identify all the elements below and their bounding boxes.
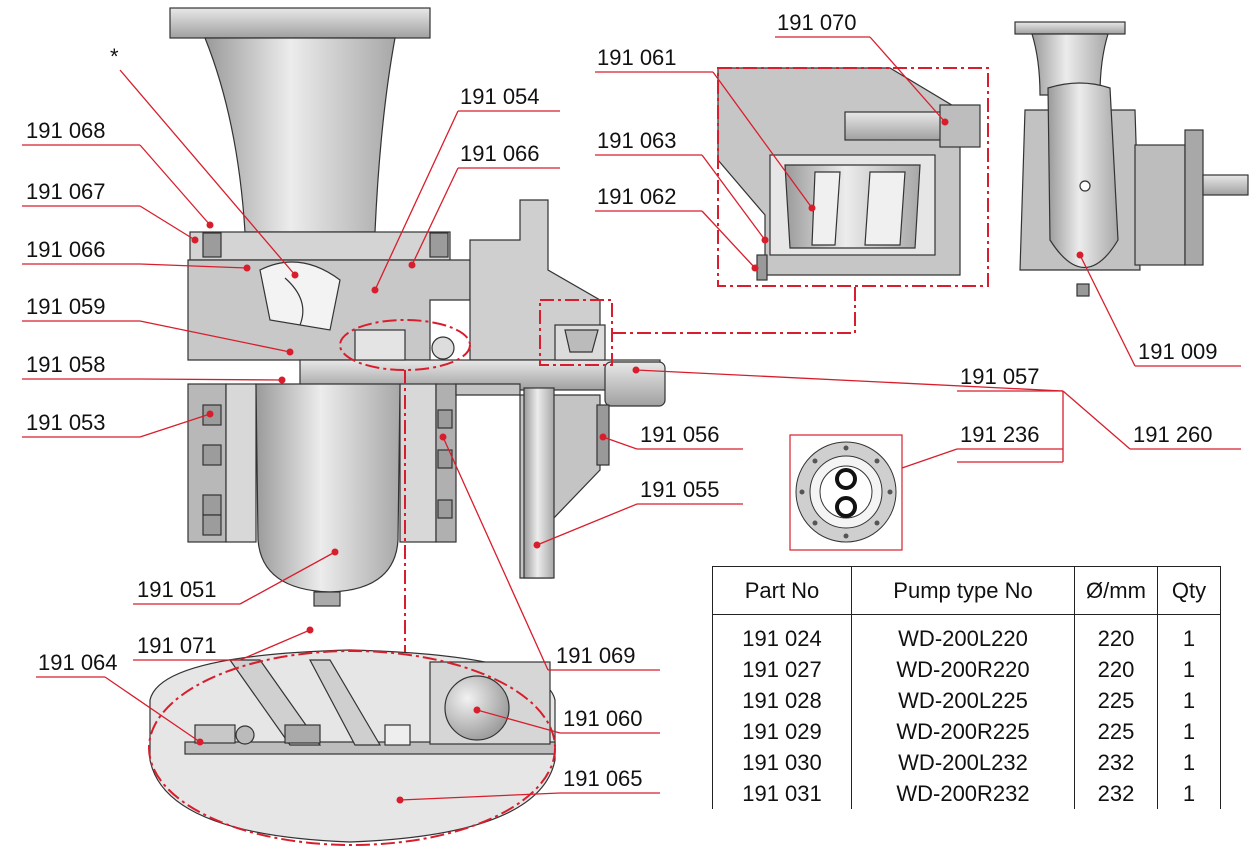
label-191-056: 191 056: [640, 422, 720, 447]
label-191-009: 191 009: [1138, 339, 1218, 364]
cell-qty: 1: [1157, 685, 1221, 716]
cell-diameter: 225: [1074, 685, 1158, 716]
label-191-053: 191 053: [26, 410, 106, 435]
label-191-057: 191 057: [960, 364, 1040, 389]
cell-diameter: 232: [1074, 747, 1158, 778]
label-191-051: 191 051: [137, 577, 217, 602]
label-191-236: 191 236: [960, 422, 1040, 447]
cell-diameter: 225: [1074, 716, 1158, 747]
label-191-070: 191 070: [777, 10, 857, 35]
label-191-058: 191 058: [26, 352, 106, 377]
header-pump-type: Pump type No: [851, 566, 1075, 615]
highlight-outlines: [148, 286, 856, 846]
cell-part-no: 191 030: [712, 747, 852, 778]
pump-side-view: [1014, 21, 1249, 297]
label-191-260: 191 260: [1133, 422, 1213, 447]
header-part-no: Part No: [712, 566, 852, 615]
label-191-064: 191 064: [38, 650, 118, 675]
cell-diameter: 220: [1074, 614, 1158, 654]
table-header-row: Part No Pump type No Ø/mm Qty: [712, 566, 1221, 615]
table-row: 191 024 WD-200L220 220 1: [712, 614, 1221, 654]
cell-pump-type: WD-200R225: [851, 716, 1075, 747]
cell-qty: 1: [1157, 778, 1221, 809]
label-191-062: 191 062: [597, 184, 677, 209]
cell-part-no: 191 024: [712, 614, 852, 654]
label-191-065: 191 065: [563, 766, 643, 791]
cell-diameter: 220: [1074, 654, 1158, 685]
cell-pump-type: WD-200L232: [851, 747, 1075, 778]
cell-pump-type: WD-200R220: [851, 654, 1075, 685]
label-191-069: 191 069: [556, 643, 636, 668]
cell-part-no: 191 029: [712, 716, 852, 747]
cell-pump-type: WD-200L225: [851, 685, 1075, 716]
table-row: 191 027 WD-200R220 220 1: [712, 654, 1221, 685]
flange-face-detail: [789, 434, 903, 551]
label-191-067: 191 067: [26, 179, 106, 204]
table-row: 191 031 WD-200R232 232 1: [712, 778, 1221, 809]
bearing-detail: [717, 67, 981, 281]
table-row: 191 028 WD-200L225 225 1: [712, 685, 1221, 716]
cell-part-no: 191 028: [712, 685, 852, 716]
label-191-068: 191 068: [26, 118, 106, 143]
cell-pump-type: WD-200R232: [851, 778, 1075, 809]
label-191-060: 191 060: [563, 706, 643, 731]
label-191-061: 191 061: [597, 45, 677, 70]
asterisk-marker: *: [110, 44, 119, 69]
cell-qty: 1: [1157, 716, 1221, 747]
header-diameter: Ø/mm: [1074, 566, 1158, 615]
label-191-066-right: 191 066: [460, 141, 540, 166]
cell-qty: 1: [1157, 614, 1221, 654]
cell-qty: 1: [1157, 654, 1221, 685]
label-191-054: 191 054: [460, 84, 540, 109]
label-191-063: 191 063: [597, 128, 677, 153]
table-row: 191 029 WD-200R225 225 1: [712, 716, 1221, 747]
pump-body: [169, 7, 666, 607]
leader-dots: [191, 118, 1084, 804]
cell-qty: 1: [1157, 747, 1221, 778]
table-row: 191 030 WD-200L232 232 1: [712, 747, 1221, 778]
cell-pump-type: WD-200L220: [851, 614, 1075, 654]
leader-lines: [22, 36, 1241, 801]
cell-part-no: 191 031: [712, 778, 852, 809]
label-191-066-left: 191 066: [26, 237, 106, 262]
cell-diameter: 232: [1074, 778, 1158, 809]
label-191-055: 191 055: [640, 477, 720, 502]
label-191-071: 191 071: [137, 633, 217, 658]
cell-part-no: 191 027: [712, 654, 852, 685]
parts-table: Part No Pump type No Ø/mm Qty 191 024 WD…: [712, 566, 1221, 809]
header-qty: Qty: [1157, 566, 1221, 615]
label-191-059: 191 059: [26, 294, 106, 319]
